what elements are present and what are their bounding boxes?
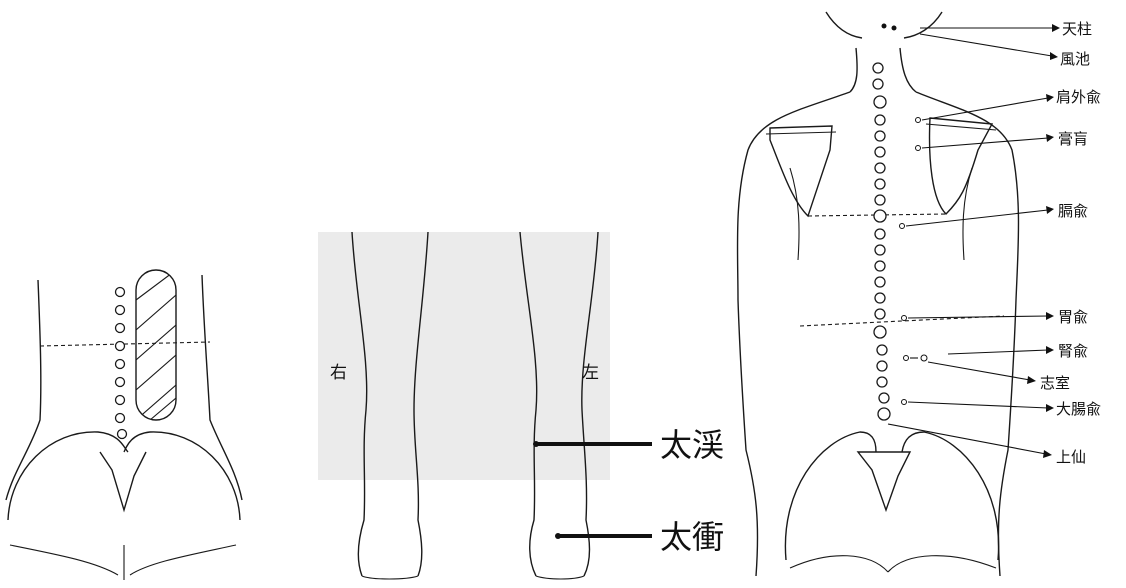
right-scapula: [930, 118, 992, 214]
label-gaohuang: 膏肓: [1058, 130, 1088, 148]
legs-figure: 右 左 太渓 太衝: [318, 232, 724, 579]
back-right-crease: [888, 556, 996, 572]
gaohuang-dot: [916, 146, 921, 151]
spine-point: [875, 277, 885, 287]
spine-point-column: [873, 63, 890, 420]
spine-point: [875, 261, 885, 271]
lower-back-left-outline: [6, 280, 41, 500]
right-buttock: [124, 432, 240, 520]
back-leader-lines: [888, 28, 1052, 454]
label-right-side: 右: [330, 363, 347, 383]
hatched-area-outline: [136, 270, 176, 420]
spine-point: [875, 163, 885, 173]
spine-point: [877, 361, 887, 371]
label-left-side: 左: [582, 363, 599, 383]
spine-point: [875, 131, 885, 141]
label-shangxian: 上仙: [1056, 448, 1086, 466]
spine-point: [875, 293, 885, 303]
label-taichong: 太衝: [660, 518, 724, 556]
lumbar-point: [118, 430, 127, 439]
neck-left: [850, 48, 857, 92]
lumbar-point: [116, 414, 125, 423]
weishu-dot: [902, 316, 907, 321]
lumbar-point: [116, 342, 125, 351]
back-right-buttock: [902, 432, 999, 560]
zhishi-dot: [921, 355, 927, 361]
spine-point: [873, 63, 883, 73]
taichong-point: [555, 533, 561, 539]
right-scapular-spine: [926, 124, 996, 130]
torso-left: [737, 92, 850, 576]
lumbar-point: [116, 306, 125, 315]
spine-point: [875, 115, 885, 125]
spine-point: [875, 195, 885, 205]
back-figure: 天柱 風池 肩外兪 膏肓 膈兪 胃兪 腎兪 志室 大腸兪 上仙: [737, 12, 1101, 576]
spine-point: [875, 245, 885, 255]
torso-right: [916, 92, 1019, 576]
spine-point: [874, 96, 886, 108]
spine-point: [875, 179, 885, 189]
lumbar-point: [116, 378, 125, 387]
lumbar-point: [116, 324, 125, 333]
spine-point: [879, 393, 889, 403]
spine-point: [873, 79, 883, 89]
label-tianzhu: 天柱: [1062, 20, 1092, 38]
spine-point: [875, 309, 885, 319]
label-zhishi: 志室: [1040, 374, 1070, 392]
tianzhu-dot: [882, 24, 887, 29]
label-dachangshu: 大腸兪: [1056, 400, 1101, 418]
right-crease: [130, 545, 236, 575]
lumbar-point-column: [116, 288, 127, 439]
spine-point: [875, 229, 885, 239]
geshu-dot: [900, 224, 905, 229]
left-buttock: [8, 432, 128, 520]
spine-point: [877, 345, 887, 355]
label-shenshu: 腎兪: [1058, 342, 1088, 360]
lumbar-point: [116, 360, 125, 369]
label-weishu: 胃兪: [1058, 308, 1088, 326]
spine-point: [878, 408, 890, 420]
fengchi-dot: [892, 26, 897, 31]
lower-back-figure: [6, 270, 242, 580]
label-taixi: 太渓: [660, 426, 724, 464]
inner-arm-left: [790, 168, 799, 260]
jianwaishu-dot: [916, 118, 921, 123]
lumbar-point: [116, 396, 125, 405]
left-crease: [10, 545, 118, 575]
neck-right: [900, 48, 916, 92]
spine-point: [875, 147, 885, 157]
lower-back-right-outline: [202, 275, 242, 500]
hatched-area-lines: [136, 270, 176, 420]
right-foot-toes: [362, 576, 418, 579]
back-sacrum: [858, 452, 910, 510]
lumbar-point: [116, 288, 125, 297]
label-fengchi: 風池: [1060, 50, 1090, 68]
spine-point: [874, 210, 886, 222]
label-jianwaishu: 肩外兪: [1056, 88, 1101, 106]
taixi-point: [533, 441, 539, 447]
left-foot-toes: [536, 576, 584, 579]
shenshu-dot: [904, 356, 909, 361]
left-scapular-spine: [766, 132, 836, 134]
back-left-buttock: [785, 432, 876, 560]
spine-point: [877, 377, 887, 387]
left-scapula: [770, 126, 832, 216]
head-left: [826, 12, 862, 38]
sacrum-outline: [100, 452, 146, 510]
back-left-crease: [790, 556, 888, 572]
spine-point: [874, 326, 886, 338]
dachangshu-dot: [902, 400, 907, 405]
label-geshu: 膈兪: [1058, 202, 1088, 220]
